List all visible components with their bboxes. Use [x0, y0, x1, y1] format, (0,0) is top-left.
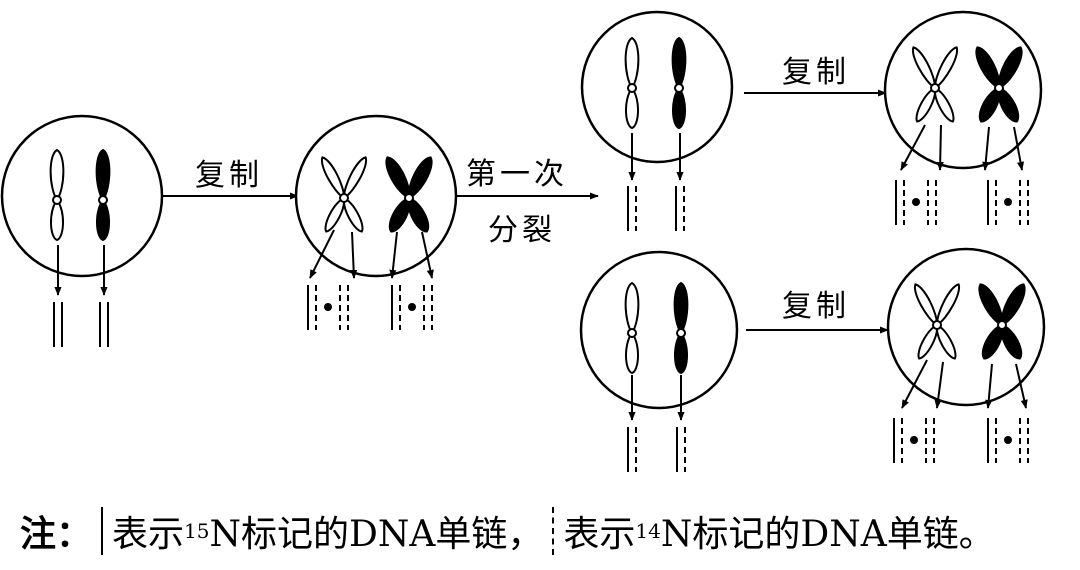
- daughter-cell-lower: [579, 250, 739, 410]
- n14-legend-text-2: N标记的DNA单链。: [660, 514, 995, 555]
- replicate-label-lower: 复制: [782, 289, 850, 324]
- daughter-upper-dna-strands: [627, 185, 685, 232]
- daughter-lower-dna-arrows: [628, 375, 685, 421]
- daughter-upper-dna-arrows: [628, 133, 684, 181]
- note-prefix: 注：: [20, 513, 93, 555]
- replicate-label-upper: 复制: [782, 55, 850, 90]
- n14-legend-text-1: 表示: [563, 514, 636, 555]
- replicate-label-1: 复制: [195, 158, 263, 193]
- parent-cell: [0, 114, 164, 278]
- n15-legend-text-1: 表示: [112, 514, 185, 555]
- replicated-dna-strands: [307, 284, 433, 331]
- first-division-arrow: 第一次 分裂: [456, 157, 599, 248]
- dna-replication-diagram: 复制 第一次 分裂 复制: [0, 10, 1046, 473]
- daughter-cell-upper: [580, 10, 734, 164]
- granddaughter-upper-dna-strands: [895, 180, 1029, 225]
- n15-strand-symbol: [94, 507, 110, 555]
- parent-dna-strands: [53, 301, 109, 348]
- first-division-label-line2: 分裂: [488, 213, 556, 248]
- parent-dna-arrows: [54, 245, 108, 296]
- granddaughter-lower-dna-arrows: [901, 359, 1028, 409]
- granddaughter-cell-upper: [883, 10, 1043, 170]
- n14-strand-symbol: [545, 507, 561, 555]
- granddaughter-upper-dna-arrows: [900, 124, 1025, 171]
- replicate-arrow-upper: 复制: [744, 55, 887, 97]
- replicate-arrow-1: 复制: [162, 158, 299, 200]
- granddaughter-cell-lower: [886, 247, 1046, 407]
- n15-legend-text-2: N标记的DNA单链，: [209, 514, 544, 555]
- replicate-arrow-lower: 复制: [746, 289, 889, 334]
- first-division-label-line1: 第一次: [466, 157, 568, 192]
- granddaughter-lower-dna-strands: [893, 418, 1029, 463]
- replicated-dna-arrows: [309, 229, 434, 279]
- replicated-cell: [294, 114, 458, 278]
- daughter-lower-dna-strands: [627, 426, 686, 473]
